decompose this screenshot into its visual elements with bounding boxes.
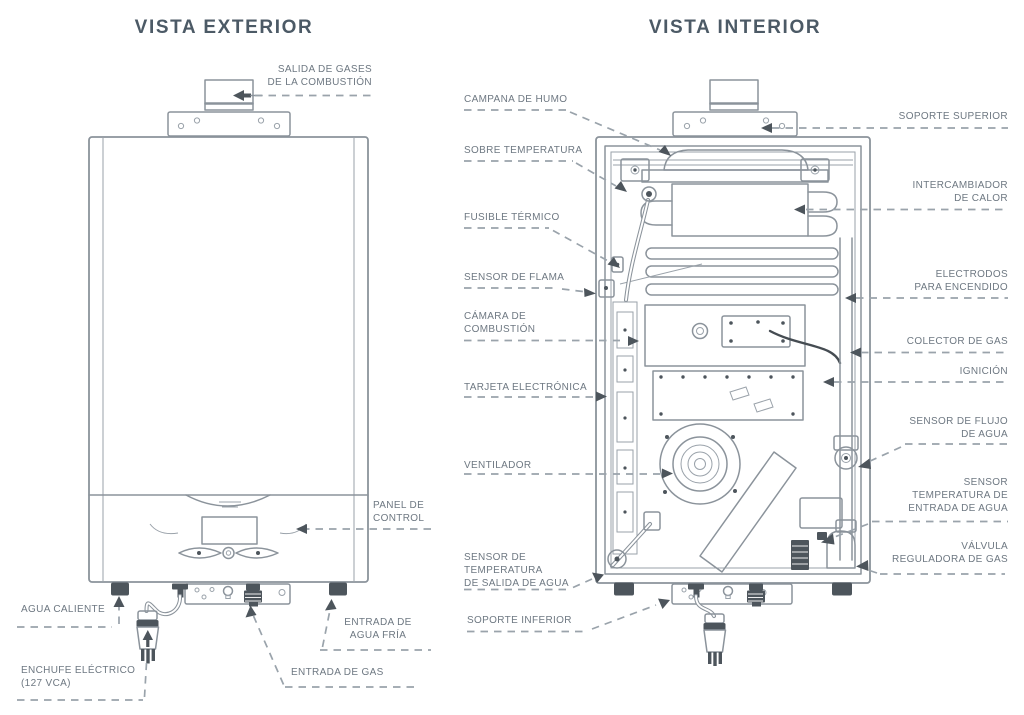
exterior-flue-outlet [204,79,263,111]
label-tarjeta-electronica: TARJETA ELECTRÓNICA [464,382,587,393]
interior-top-bracket [672,111,798,137]
label-fusible-termico: FUSIBLE TÉRMICO [464,212,560,223]
label-camara-de-combustion: CÁMARA DE COMBUSTIÓN [464,311,536,335]
label-colector-de-gas: COLECTOR DE GAS [906,336,1008,347]
label-agua-caliente: AGUA CALIENTE [21,604,106,615]
power-plug [136,610,160,664]
exterior-top-bracket [167,111,291,137]
combustion-chamber [644,304,842,367]
left-sensor-column [598,186,657,555]
water-outlet-pipe [607,511,661,569]
smoke-hood [620,149,830,183]
interior-casing [595,136,871,584]
right-piping [699,237,859,573]
panel-right-button [235,547,279,559]
interior-flue-outlet [709,79,759,111]
ignition-cable [768,329,842,365]
exterior-control-panel [149,494,307,560]
interior-bottom-connections [614,582,852,666]
water-flow-sensor [834,446,858,470]
label-panel-de-control: PANEL DE CONTROL [373,500,425,524]
inlet-temp-sensor [817,532,827,540]
hot-water-connector [111,582,129,596]
gas-inlet-fitting [244,583,262,607]
label-entrada-de-gas: ENTRADA DE GAS [291,667,384,678]
exterior-unit-drawing [88,79,369,664]
power-plug [703,613,727,666]
interior-unit-drawing [595,79,871,666]
label-campana-de-humo: CAMPANA DE HUMO [464,94,568,105]
interior-leader-lines [464,109,1008,633]
overheat-sensor [641,186,657,202]
exterior-cabinet [88,136,369,583]
label-sobre-temperatura: SOBRE TEMPERATURA [464,145,583,156]
label-sensor-temp-entrada: SENSOR TEMPERATURA DE ENTRADA DE AGUA [908,477,1008,514]
heat-exchanger [619,183,839,296]
label-soporte-superior: SOPORTE SUPERIOR [898,111,1008,122]
cold-water-connector [329,582,347,596]
exterior-bottom-connections [111,582,347,664]
label-sensor-de-flama: SENSOR DE FLAMA [464,272,565,283]
exterior-view-title: VISTA EXTERIOR [134,17,314,38]
label-ignicion: IGNICIÓN [959,366,1008,377]
label-enchufe-electrico: ENCHUFE ELÉCTRICO (127 VCA) [21,665,136,689]
label-ventilador: VENTILADOR [464,460,532,471]
bulb-icon [222,585,234,597]
label-valvula-reguladora: VÁLVULA REGULADORA DE GAS [892,541,1008,565]
label-electrodos: ELECTRODOS PARA ENCENDIDO [914,269,1008,293]
fan [659,423,741,505]
interior-view-title: VISTA INTERIOR [648,17,822,38]
gas-inlet-fitting [747,583,765,607]
burner-box [652,370,804,421]
label-sensor-salida-agua: SENSOR DE TEMPERATURA DE SALIDA DE AGUA [464,552,569,589]
label-sensor-flujo-agua: SENSOR DE FLUJO DE AGUA [909,416,1008,440]
control-display [201,516,258,545]
panel-left-button [178,547,222,559]
label-intercambiador: INTERCAMBIADOR DE CALOR [912,180,1008,204]
label-entrada-agua-fria: ENTRADA DE AGUA FRÍA [344,617,412,641]
flame-sensor [598,279,615,298]
bulb-icon [722,585,734,597]
panel-center-knob [222,546,235,560]
gas-valve-assembly [791,497,856,570]
exterior-leader-lines [17,94,432,701]
label-salida-de-gases: SALIDA DE GASES DE LA COMBUSTIÓN [267,64,372,88]
label-soporte-inferior: SOPORTE INFERIOR [467,615,572,626]
